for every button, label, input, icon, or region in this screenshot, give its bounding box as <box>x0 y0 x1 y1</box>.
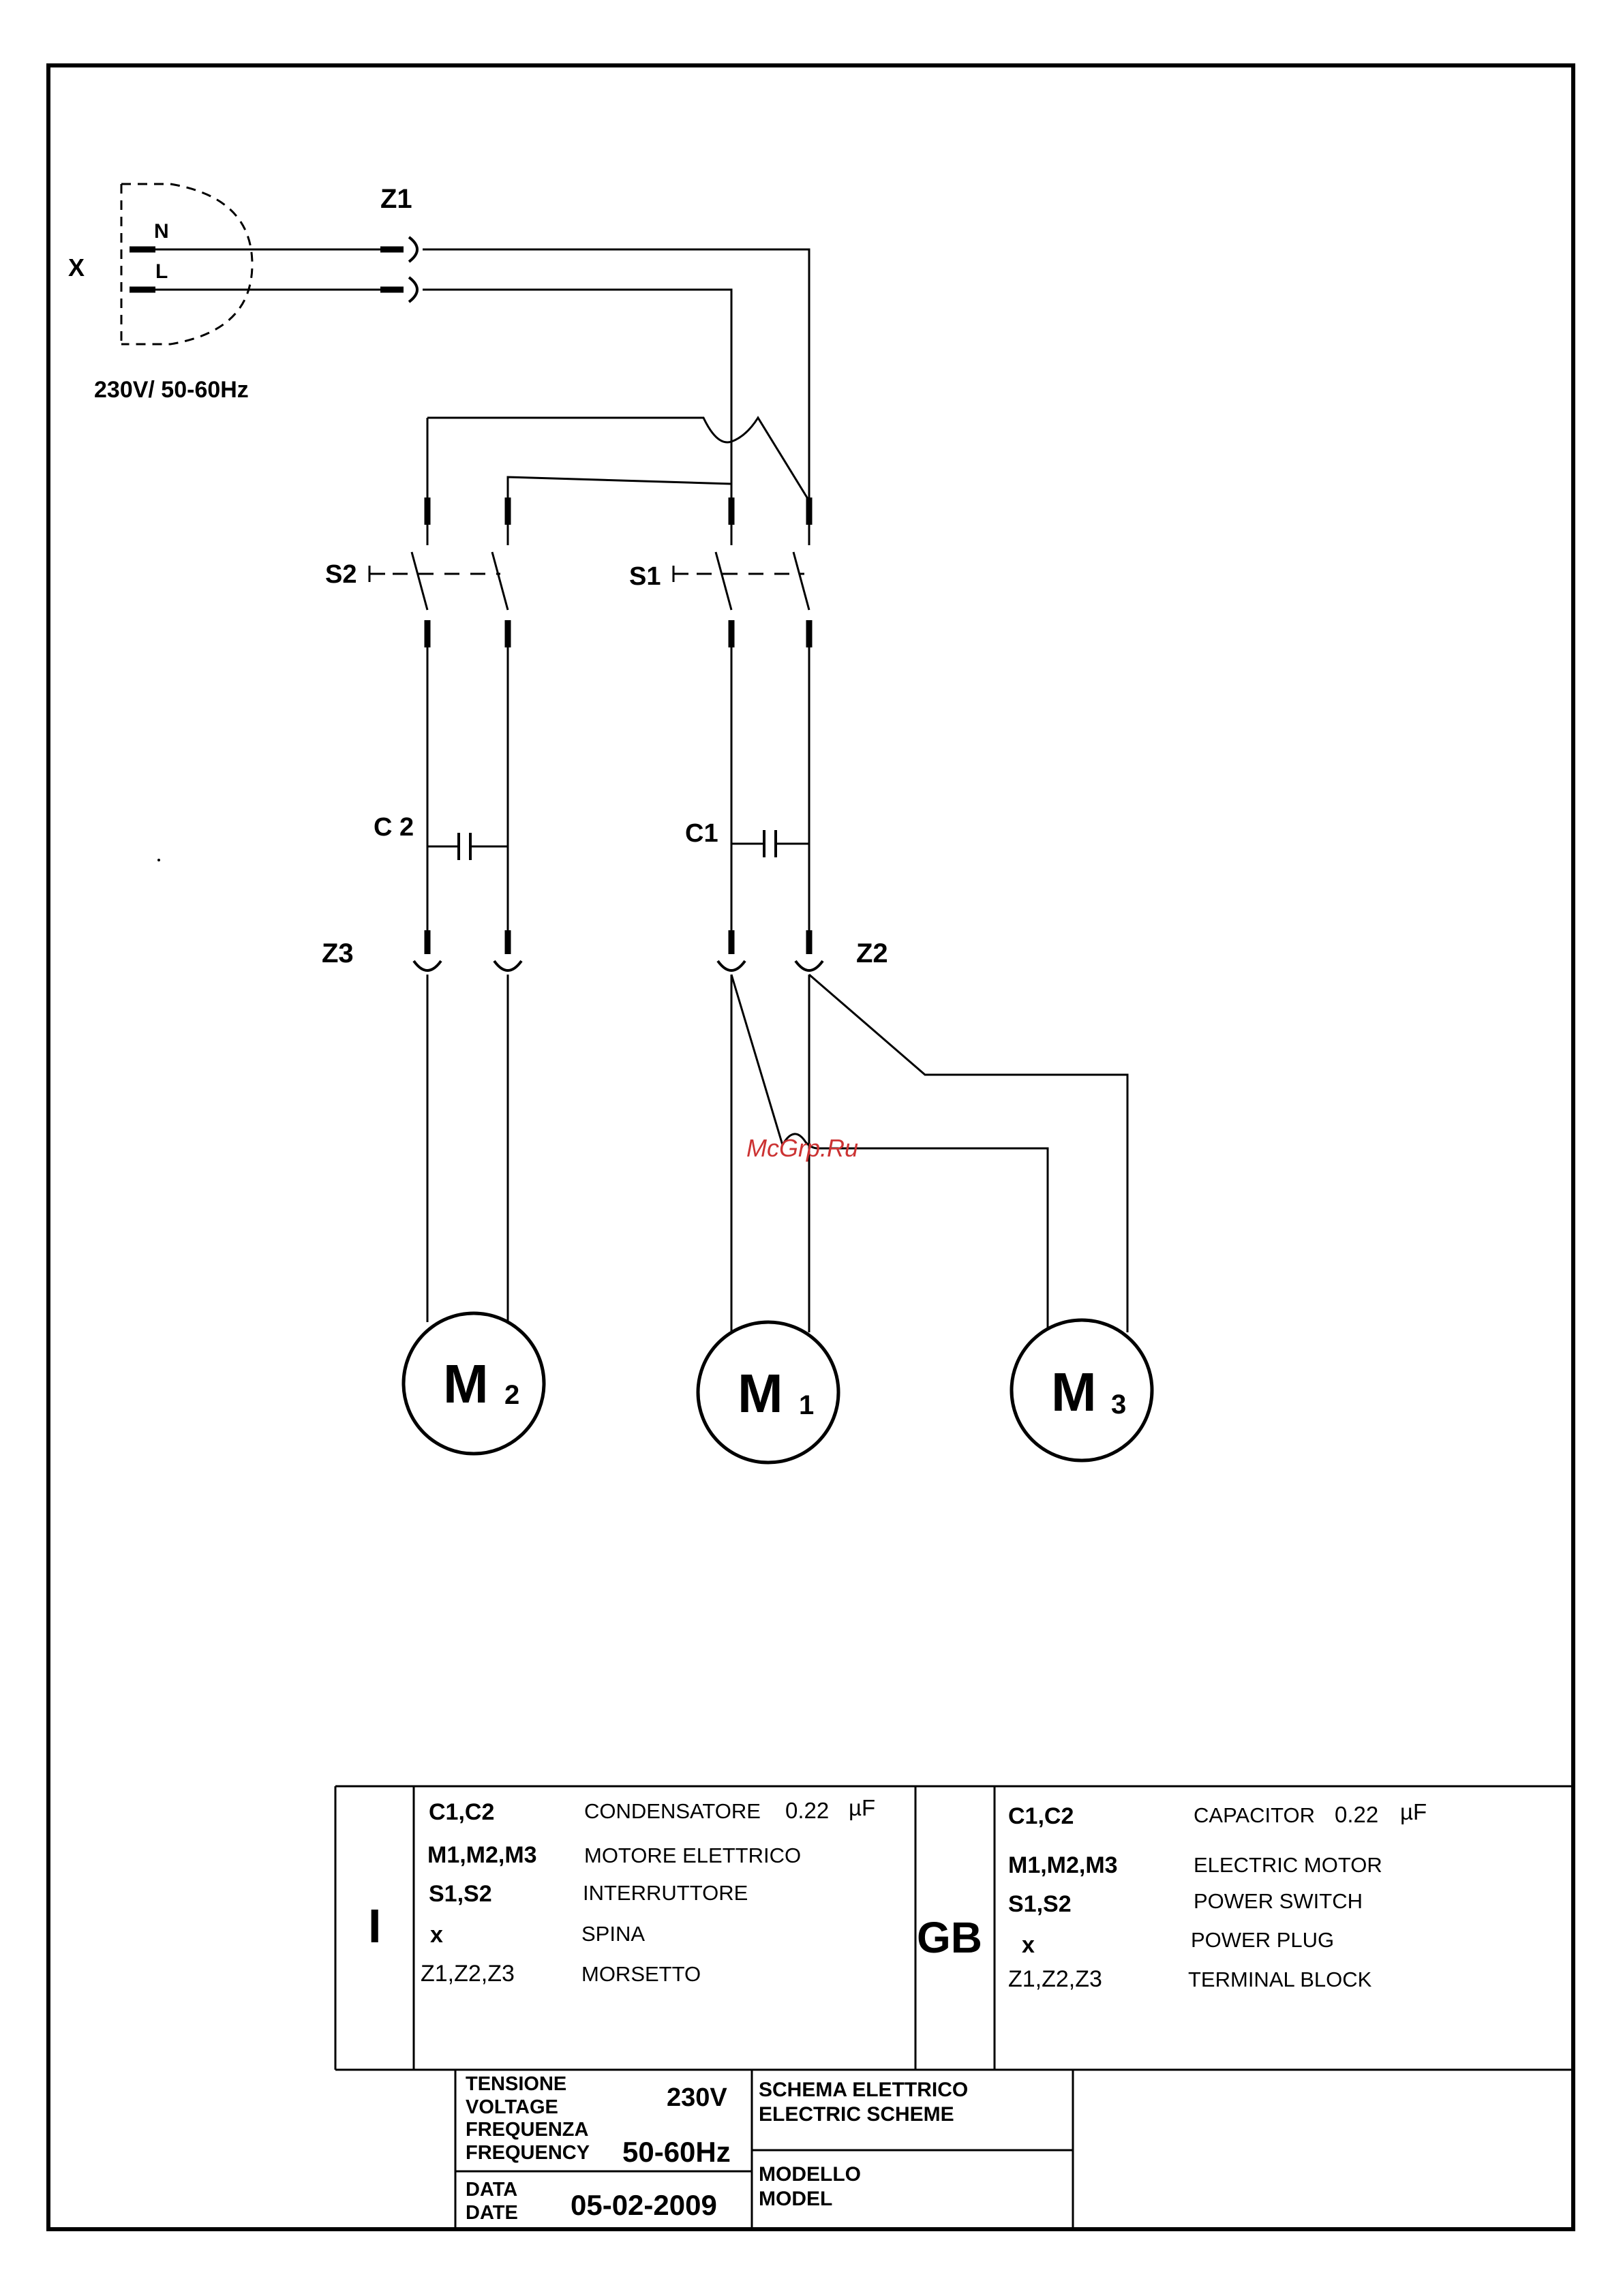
frequency-value: 50-60Hz <box>622 2136 731 2168</box>
legend-gb-row: x POWER PLUG <box>1022 1928 1334 1958</box>
label-modello: MODELLO <box>759 2163 861 2186</box>
motor-m2: M 2 <box>401 1311 546 1456</box>
title-block: TENSIONE VOLTAGE 230V FREQUENZA FREQUENC… <box>454 2070 1074 2229</box>
svg-text:S1,S2: S1,S2 <box>429 1881 492 1907</box>
svg-text:S1,S2: S1,S2 <box>1008 1891 1072 1917</box>
svg-text:x: x <box>430 1922 443 1948</box>
c1-label: C1 <box>685 819 718 848</box>
svg-text:MORSETTO: MORSETTO <box>581 1962 701 1986</box>
label-frequency: FREQUENCY <box>466 2142 590 2164</box>
s2-label: S2 <box>325 560 357 589</box>
legend-gb-row: C1,C2 CAPACITOR 0.22 µF <box>1008 1799 1427 1829</box>
legend-it-row: Z1,Z2,Z3 MORSETTO <box>421 1961 701 1987</box>
voltage-value: 230V <box>667 2083 727 2112</box>
svg-text:0.22: 0.22 <box>785 1798 829 1823</box>
live-label: L <box>155 260 168 283</box>
svg-text:Z1,Z2,Z3: Z1,Z2,Z3 <box>1008 1966 1102 1992</box>
legend-lang-gb: GB <box>917 1913 982 1962</box>
label-voltage: VOLTAGE <box>466 2096 558 2118</box>
terminal-z3: Z3 <box>322 930 523 972</box>
watermark: McGrp.Ru <box>746 1134 858 1162</box>
svg-text:TERMINAL BLOCK: TERMINAL BLOCK <box>1188 1968 1372 1991</box>
label-schema-en: ELECTRIC SCHEME <box>759 2103 954 2126</box>
capacitor-c2: C 2 <box>374 813 508 860</box>
label-frequenza: FREQUENZA <box>466 2119 589 2141</box>
svg-text:x: x <box>1022 1932 1035 1958</box>
legend-table: I C1,C2 CONDENSATORE 0.22 µF M1,M2,M3 MO… <box>334 1785 1573 2071</box>
z1-label: Z1 <box>380 184 412 214</box>
motor-wiring <box>426 973 1129 1332</box>
label-schema-it: SCHEMA ELETTRICO <box>759 2079 968 2101</box>
svg-text:C1,C2: C1,C2 <box>429 1799 494 1825</box>
legend-gb-row: M1,M2,M3 ELECTRIC MOTOR <box>1008 1852 1382 1878</box>
z3-label: Z3 <box>322 938 354 968</box>
svg-text:Z1,Z2,Z3: Z1,Z2,Z3 <box>421 1961 515 1987</box>
branch-wires <box>426 647 810 930</box>
svg-text:M1,M2,M3: M1,M2,M3 <box>1008 1852 1118 1878</box>
legend-it-row: M1,M2,M3 MOTORE ELETTRICO <box>427 1842 801 1868</box>
label-date: DATE <box>466 2202 518 2224</box>
switch-s1: S1 <box>629 498 813 647</box>
svg-text:MOTORE ELETTRICO: MOTORE ELETTRICO <box>584 1843 801 1867</box>
capacitor-c1: C1 <box>685 819 809 857</box>
svg-text:µF: µF <box>849 1795 875 1820</box>
legend-it-row: x SPINA <box>430 1922 645 1948</box>
wiring <box>423 248 810 502</box>
svg-text:M: M <box>1051 1362 1097 1422</box>
power-plug: X N L 230V/ 50-60Hz <box>68 183 382 403</box>
svg-text:INTERRUTTORE: INTERRUTTORE <box>583 1881 748 1905</box>
svg-text:SPINA: SPINA <box>581 1922 645 1946</box>
legend-gb-row: Z1,Z2,Z3 TERMINAL BLOCK <box>1008 1966 1372 1992</box>
label-tensione: TENSIONE <box>466 2073 566 2095</box>
s1-label: S1 <box>629 562 661 591</box>
switch-s2: S2 <box>325 498 511 647</box>
c2-label: C 2 <box>374 813 414 842</box>
z2-label: Z2 <box>856 938 888 968</box>
legend-lang-it: I <box>368 1899 381 1953</box>
plug-label: X <box>68 254 85 281</box>
legend-it-row: C1,C2 CONDENSATORE 0.22 µF <box>429 1795 875 1825</box>
label-model: MODEL <box>759 2188 832 2210</box>
svg-text:CAPACITOR: CAPACITOR <box>1194 1803 1315 1827</box>
legend-gb-row: S1,S2 POWER SWITCH <box>1008 1889 1363 1917</box>
terminal-z1: Z1 <box>380 184 419 303</box>
motor-m1: M 1 <box>696 1320 840 1465</box>
svg-text:C1,C2: C1,C2 <box>1008 1803 1074 1829</box>
svg-text:µF: µF <box>1400 1799 1427 1824</box>
svg-text:POWER PLUG: POWER PLUG <box>1191 1928 1334 1952</box>
legend-it-row: S1,S2 INTERRUTTORE <box>429 1881 748 1907</box>
svg-text:1: 1 <box>799 1390 814 1420</box>
svg-text:M1,M2,M3: M1,M2,M3 <box>427 1842 537 1868</box>
date-value: 05-02-2009 <box>571 2189 717 2221</box>
svg-text:M: M <box>738 1363 783 1424</box>
neutral-label: N <box>154 220 169 243</box>
svg-text:CONDENSATORE: CONDENSATORE <box>584 1799 761 1823</box>
label-data: DATA <box>466 2179 517 2201</box>
svg-text:0.22: 0.22 <box>1335 1802 1378 1827</box>
svg-text:3: 3 <box>1111 1390 1126 1420</box>
svg-text:M: M <box>443 1353 489 1414</box>
supply-rating: 230V/ 50-60Hz <box>94 377 249 403</box>
motor-m3: M 3 <box>1010 1318 1154 1463</box>
terminal-z2: Z2 <box>716 930 888 972</box>
svg-text:POWER SWITCH: POWER SWITCH <box>1194 1889 1363 1913</box>
drawing-frame <box>46 63 1575 2231</box>
svg-text:ELECTRIC MOTOR: ELECTRIC MOTOR <box>1194 1853 1382 1877</box>
svg-text:2: 2 <box>504 1380 519 1410</box>
